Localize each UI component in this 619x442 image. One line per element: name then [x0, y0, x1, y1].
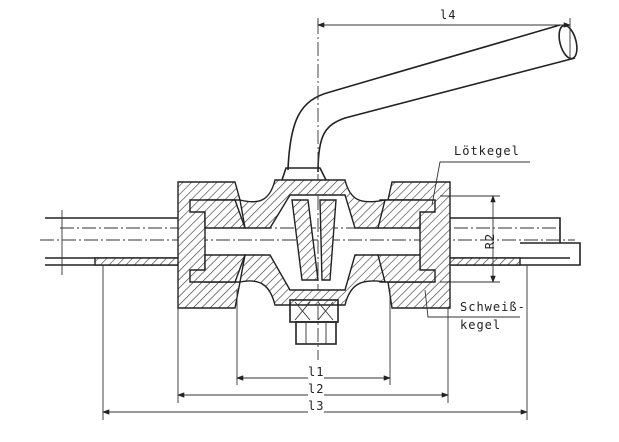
- right-union-nut: [377, 181, 451, 309]
- bottom-nut: [295, 321, 337, 345]
- label-l1: l1: [308, 365, 325, 379]
- label-loetkegel: Lötkegel: [454, 144, 520, 158]
- label-schweiss-line2: kegel: [460, 318, 502, 332]
- left-pipe: [45, 210, 181, 275]
- handle: [281, 24, 578, 181]
- valve-body: [239, 179, 386, 345]
- label-l4: l4: [440, 8, 457, 22]
- left-union-nut: [177, 181, 247, 309]
- label-l3: l3: [308, 399, 325, 413]
- label-l2: l2: [308, 382, 325, 396]
- schweisskegel-leader: [424, 289, 520, 318]
- label-schweiss-line1: Schweiß-: [460, 300, 526, 314]
- label-r2: R2: [483, 232, 498, 250]
- loetkegel-leader: [431, 161, 530, 206]
- right-pipe: [444, 217, 581, 266]
